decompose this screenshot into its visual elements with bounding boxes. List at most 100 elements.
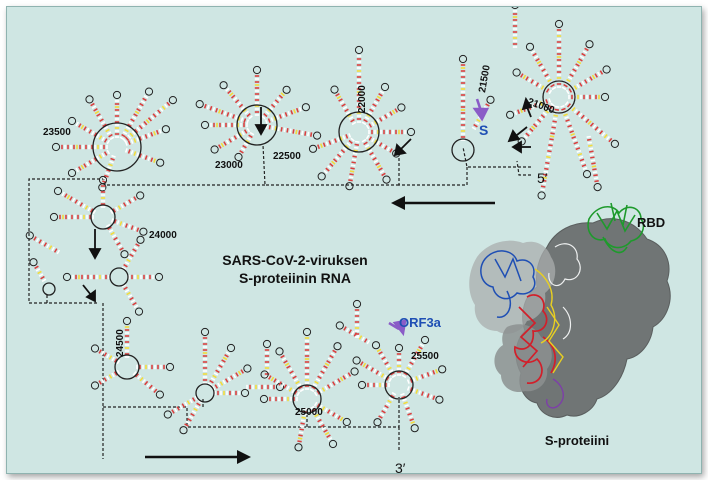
title-line-2: S-proteiinin RNA <box>239 270 351 286</box>
base-pair <box>381 143 385 149</box>
base-pair <box>538 116 544 121</box>
base-pair <box>138 136 142 141</box>
base-pair <box>376 348 382 353</box>
base-pair <box>578 58 583 62</box>
base-pair <box>108 355 113 360</box>
base-pair <box>576 110 581 116</box>
base-pair <box>215 107 219 113</box>
base-pair <box>122 222 126 227</box>
base-pair <box>191 410 197 414</box>
base-pair <box>597 71 601 77</box>
base-pair <box>125 126 131 130</box>
base-pair <box>331 160 336 165</box>
base-pair <box>323 169 328 174</box>
base-pair <box>550 132 555 135</box>
hairpin-loop <box>352 356 361 365</box>
base-pair <box>270 117 274 122</box>
base-pair <box>219 381 224 386</box>
base-pair <box>380 373 385 378</box>
base-pair <box>155 129 159 135</box>
base-pair <box>134 128 139 134</box>
base-pair <box>390 371 395 376</box>
base-pair <box>522 74 527 80</box>
base-pair <box>111 154 116 158</box>
yellow-ribbon <box>534 268 564 374</box>
base-pair <box>361 336 365 342</box>
hairpin-loop <box>90 344 100 353</box>
base-pair <box>568 127 573 131</box>
base-pair <box>371 121 375 127</box>
base-pair <box>61 191 65 197</box>
base-pair <box>565 89 570 95</box>
base-pair <box>103 151 108 156</box>
base-pair <box>348 116 354 120</box>
hairpin-loop <box>112 90 122 100</box>
base-pair <box>136 126 141 132</box>
base-pair <box>586 138 592 141</box>
base-pair <box>351 158 357 161</box>
base-pair <box>130 150 134 155</box>
base-pair <box>406 409 411 413</box>
base-pair <box>286 365 291 369</box>
base-pair <box>375 162 380 166</box>
base-pair <box>517 109 521 115</box>
base-pair <box>323 365 328 369</box>
base-pair <box>122 138 127 143</box>
base-pair <box>211 385 216 391</box>
hairpin-loop <box>42 282 56 296</box>
base-pair <box>378 415 383 419</box>
base-pair <box>539 65 545 70</box>
hairpin-loop <box>585 40 594 49</box>
base-pair <box>133 151 137 156</box>
base-pair <box>98 154 103 159</box>
base-pair <box>106 139 111 145</box>
base-pair <box>473 123 478 128</box>
base-pair <box>189 398 193 404</box>
base-pair <box>363 338 368 343</box>
base-pair <box>342 106 348 110</box>
position-label-23500: 23500 <box>43 127 71 138</box>
base-pair <box>125 200 129 206</box>
base-pair <box>283 127 286 133</box>
base-pair <box>325 167 330 172</box>
base-pair <box>409 361 414 366</box>
base-pair <box>113 371 118 376</box>
base-pair <box>406 386 410 391</box>
base-pair <box>207 382 213 387</box>
base-pair <box>222 379 226 385</box>
base-pair <box>586 135 592 138</box>
base-pair <box>320 370 325 374</box>
base-pair <box>111 372 115 378</box>
base-pair <box>403 371 408 376</box>
base-pair <box>576 60 582 65</box>
base-pair <box>136 137 140 142</box>
base-pair <box>140 100 146 104</box>
base-pair <box>268 106 274 111</box>
base-pair <box>299 388 305 393</box>
base-pair <box>418 390 422 395</box>
base-pair <box>366 146 371 151</box>
hairpin-loop <box>156 158 165 167</box>
position-label-24500: 24500 <box>115 329 126 357</box>
base-pair <box>564 116 569 120</box>
base-pair <box>85 127 90 133</box>
base-pair <box>530 50 536 54</box>
base-pair <box>210 377 216 381</box>
base-pair <box>540 85 545 90</box>
base-pair <box>586 77 591 83</box>
base-pair <box>547 78 552 83</box>
base-pair <box>110 231 115 236</box>
base-pair <box>435 369 439 374</box>
base-pair <box>527 77 532 83</box>
base-pair <box>129 132 134 138</box>
base-pair <box>321 406 326 411</box>
base-pair <box>206 104 210 110</box>
base-pair <box>349 173 354 176</box>
base-pair <box>423 392 427 397</box>
base-pair <box>69 196 73 201</box>
base-pair <box>381 410 386 414</box>
base-pair <box>348 133 352 138</box>
base-pair <box>117 244 123 249</box>
base-pair <box>364 116 370 120</box>
direction-arrow-lower <box>145 450 251 464</box>
